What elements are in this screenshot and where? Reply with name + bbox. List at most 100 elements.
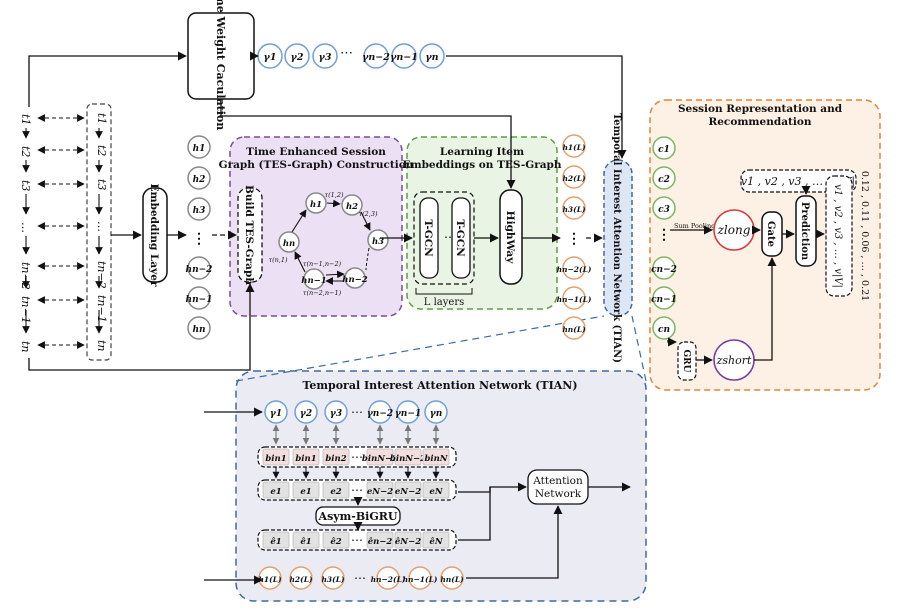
tes-edge-dashed [365,247,370,271]
c-node-4-label: cn−2 [651,265,677,275]
h-node-5-circle [187,286,211,310]
tian-h-3: hn−2(L) [371,566,406,590]
h-node-2: h3 [187,197,211,221]
tian-box-label: Temporal Interest Attention Network (TIA… [611,113,622,363]
tian-h-1-label: h2(L) [289,575,312,584]
bin-cell-3 [366,448,394,466]
tian-gamma-2-label: γ3 [330,409,342,419]
e-label-1: e1 [300,487,311,497]
hl-node-6-circle [562,316,586,340]
tes-edge-label-0: τ(1,2) [324,191,343,199]
tian-h-2: h3(L) [321,566,345,590]
c-node-1-circle [652,166,676,190]
e-hat-label-5: êN [429,536,443,547]
tian-gamma-2: γ3 [324,400,348,424]
z-long-label: zlong [717,223,751,237]
e-hat-cell-2 [322,531,350,549]
tian-gamma-3-label: γn−2 [367,409,393,419]
gamma-top-0-label: γ1 [264,52,277,63]
e-hat-label-1: ê1 [300,536,311,547]
learning-title-1: Learning Item [440,146,524,158]
tian-h-0-label: h1(L) [258,575,281,584]
tian-h-3-circle [376,566,400,590]
e-cell-2 [322,481,350,499]
bin-cell-5 [422,448,450,466]
tes-node-0-label: h1 [310,200,322,210]
tes-node-3-label: hn [283,239,295,249]
h-node-2-label: h3 [193,206,206,216]
gamma-top-0: γ1 [257,43,283,69]
v-item-3: … [95,221,108,232]
e-hat-label-0: ê1 [270,536,281,547]
embedding-layer-label: Embedding Layer [148,184,160,287]
tes-edge-label-4: τ(n−2,n−1) [303,289,342,297]
tes-node-0: h1 [305,192,327,214]
h-node-5: hn−1 [186,286,212,310]
tes-node-3-circle [278,231,300,253]
hl-ellipsis: ⋮ [567,231,581,247]
c-node-0: c1 [652,136,676,160]
prediction-label: Prediction [799,202,810,261]
gamma-top-1: γ2 [284,43,310,69]
v-item-5: tn−1 [95,295,108,323]
attention-network-label-1: Attention [532,475,583,487]
c-node-1: c2 [652,166,676,190]
gamma-top-1-circle [284,43,310,69]
h-node-0-label: h1 [193,144,206,154]
tes-node-4-label: hn−2 [342,275,367,285]
h-node-1-circle [187,166,211,190]
bin-cell-2 [322,448,350,466]
hl-node-2-label: h3(L) [562,205,585,214]
tian-gamma-2-circle [324,400,348,424]
gamma-top-5-label: γn [425,52,438,63]
gamma-top-1-label: γ2 [291,52,304,63]
v-item-2: t3 [95,179,108,190]
e-cell-5 [422,481,450,499]
tian-gamma-ellipsis: ⋯ [351,405,363,419]
tian-gamma-4: γn−1 [395,400,421,424]
tian-h-1-circle [289,566,313,590]
t-item-2: t3 [19,180,32,191]
tes-edge-0-1 [326,199,341,208]
tes-edge-3-0 [291,209,307,233]
learning-title-2: Embeddings on TES-Graph [402,159,561,171]
tian-h-2-circle [321,566,345,590]
gamma-top-4-label: γn−1 [390,52,418,63]
ranked-items-box [825,175,853,297]
hl-node-0-label: h1(L) [562,143,585,152]
bin-cell-1 [292,448,320,466]
item-sequence-box [86,103,112,361]
v-item-4: tn−2 [95,261,108,289]
t-item-0: t1 [19,114,32,125]
tian-gamma-3-circle [368,400,392,424]
c-node-5: cn−1 [651,286,677,310]
e-hat-label-2: ê2 [330,536,341,547]
e-label-0: e1 [270,487,281,497]
tes-node-5-label: hn−1 [301,276,326,286]
asym-bigru-label: Asym-BiGRU [318,510,398,523]
gamma-top-5-circle [419,43,445,69]
tian-h-1: h2(L) [289,566,313,590]
gamma-top-2-label: γ3 [319,52,332,63]
h-node-2-circle [187,197,211,221]
hl-node-1: h2(L) [562,165,586,189]
v-item-1: t2 [95,145,108,156]
c-node-1-label: c2 [658,175,670,185]
e-hat-ellipsis: ⋯ [351,533,363,547]
learned-embedding-column: h1(L)h2(L)h3(L)⋮hn−2(L)hn−1(L)hn(L) [557,134,592,340]
hl-node-1-circle [562,165,586,189]
bin-label-3: binN−2 [362,454,398,464]
sum-pooling-label: Sum Pooling [674,222,715,230]
tes-node-2-circle [367,229,389,251]
hl-node-2: h3(L) [562,196,586,220]
tian-h-3-label: hn−2(L) [371,575,406,584]
tgcn-2-box [451,197,471,279]
tian-h-4: hn−1(L) [403,566,438,590]
v-item-0: t1 [95,113,108,124]
h-node-6-circle [187,316,211,340]
zoom-line-left [235,315,605,382]
build-tes-graph-label: Build TES-Graph [243,185,255,285]
tes-node-1-label: h2 [346,202,358,212]
